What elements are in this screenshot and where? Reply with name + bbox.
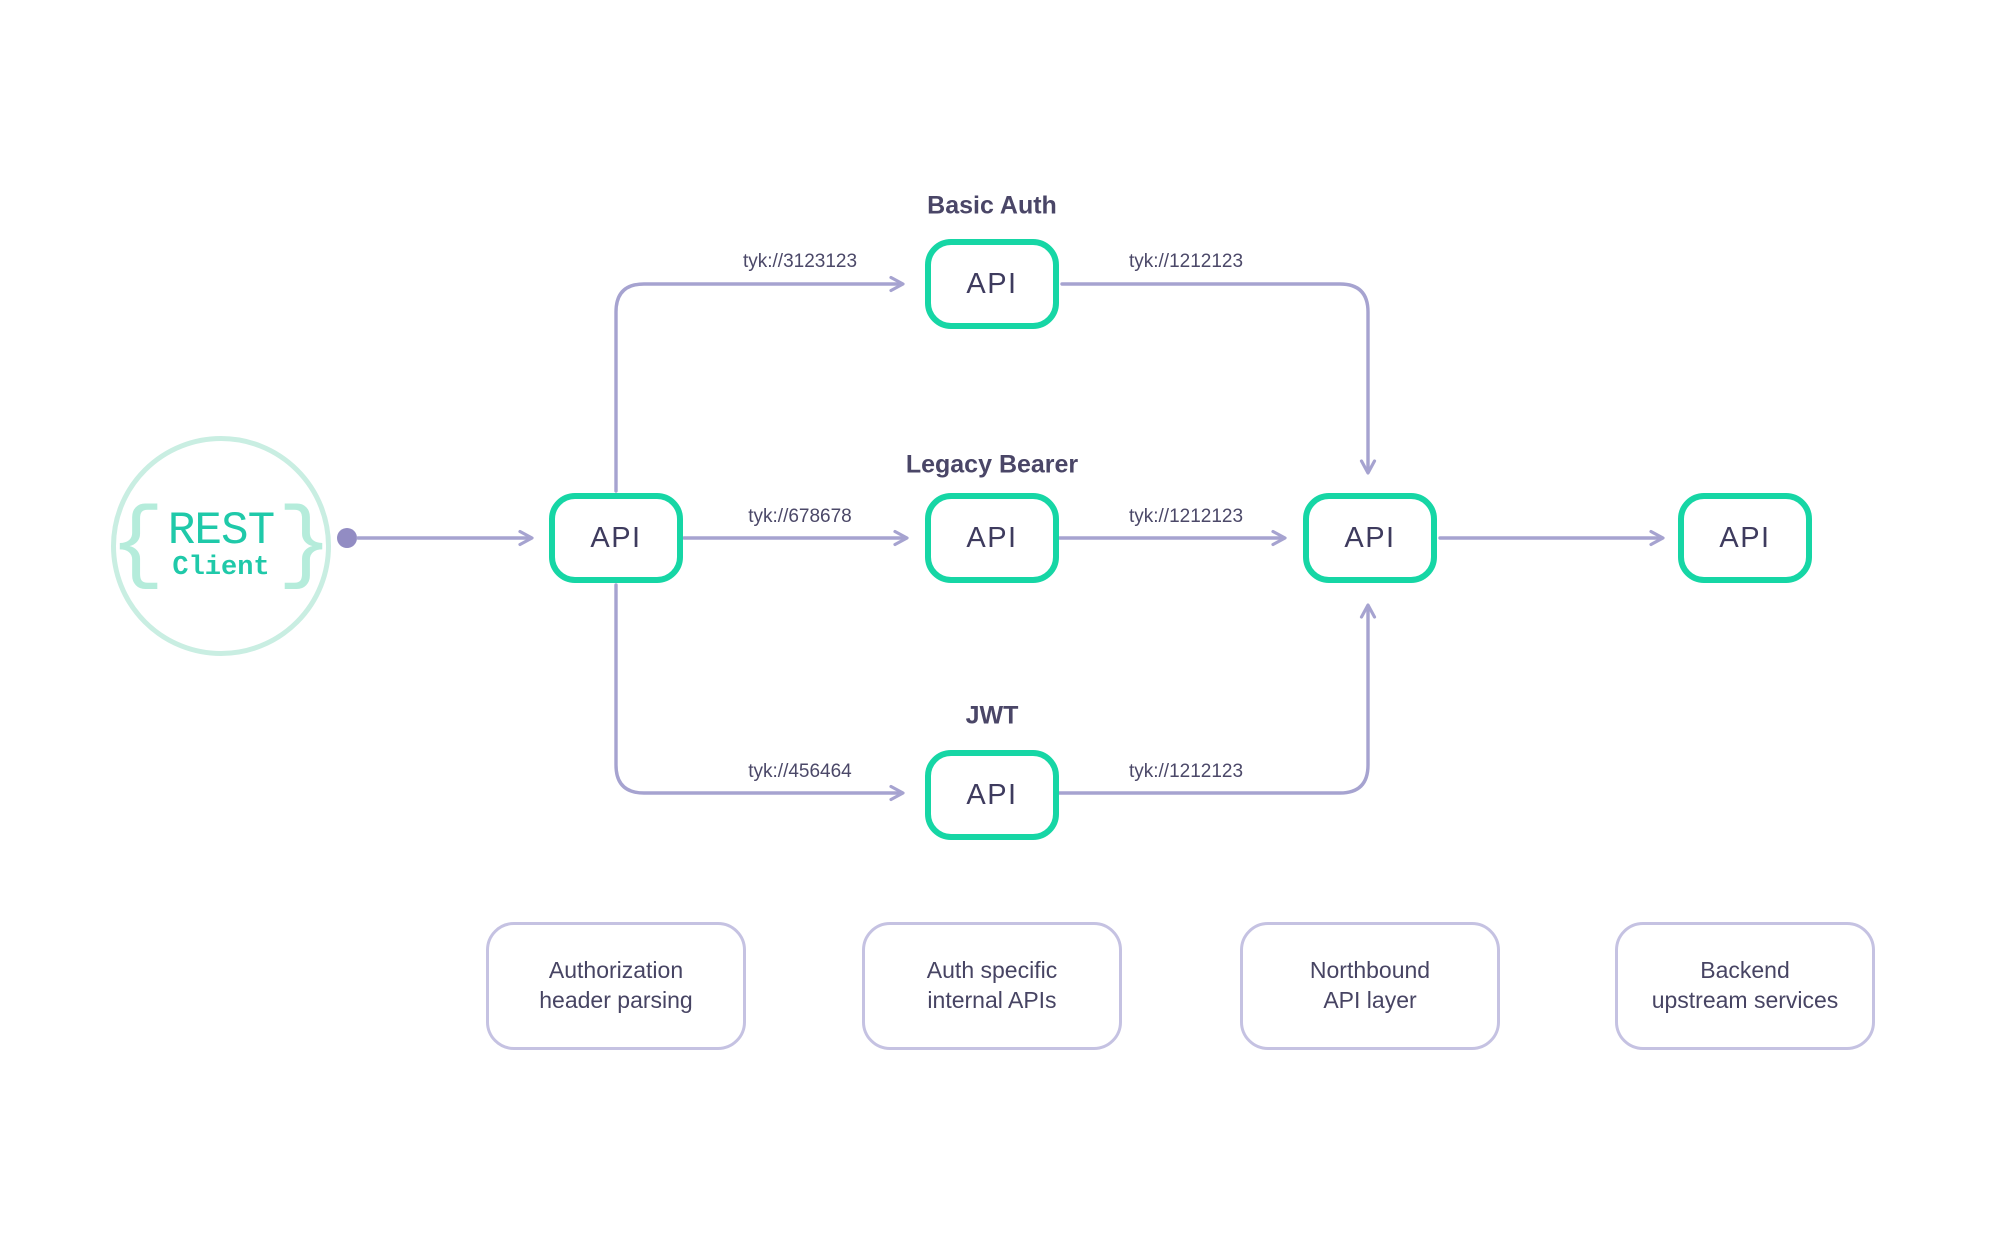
basic-auth-api-node: API: [925, 239, 1059, 329]
footnote-line: Auth specific: [926, 957, 1058, 984]
legacy-bearer-api-label: API: [966, 521, 1018, 554]
jwt-heading: JWT: [965, 701, 1019, 730]
footnote-backend-upstream-services: Backend upstream services: [1615, 922, 1875, 1050]
northbound-api-label: API: [1344, 521, 1396, 554]
footnote-line: Backend: [1700, 957, 1790, 984]
footnote-line: Authorization: [548, 957, 684, 984]
backend-api-node: API: [1678, 493, 1812, 583]
brace-left-glyph: {: [109, 492, 165, 598]
footnote-line: header parsing: [539, 987, 693, 1013]
jwt-api-node: API: [925, 750, 1059, 840]
footnote-auth-specific-internal-apis: Auth specific internal APIs: [862, 922, 1122, 1050]
rest-client-logo: { REST Client }: [109, 492, 334, 598]
client-name-text: REST: [167, 505, 275, 558]
edge-gateway-to-basic-auth: [614, 275, 905, 493]
edge-jwt-to-northbound: [1057, 603, 1377, 795]
origin-dot: [337, 528, 357, 548]
rest-client-node: { REST Client }: [109, 436, 334, 656]
brace-right-glyph: }: [277, 492, 333, 598]
gateway-api-label: API: [590, 521, 642, 554]
legacy-bearer-api-node: API: [925, 493, 1059, 583]
footnote-line: internal APIs: [927, 987, 1057, 1013]
client-type-text: Client: [172, 553, 270, 584]
backend-api-label: API: [1719, 521, 1771, 554]
basic-auth-upstream-url-label: tyk://1212123: [1128, 251, 1244, 272]
footnote-line: API layer: [1323, 987, 1417, 1013]
legacy-bearer-request-url-label: tyk://678678: [748, 506, 852, 527]
basic-auth-heading: Basic Auth: [927, 191, 1057, 220]
basic-auth-api-label: API: [966, 267, 1018, 300]
jwt-upstream-url-label: tyk://1212123: [1128, 761, 1244, 782]
edge-basic-auth-to-northbound: [1060, 282, 1377, 475]
edge-gateway-to-jwt: [614, 583, 905, 802]
legacy-bearer-upstream-url-label: tyk://1212123: [1128, 506, 1244, 527]
jwt-request-url-label: tyk://456464: [748, 761, 852, 782]
basic-auth-request-url-label: tyk://3123123: [742, 251, 858, 272]
rest-client-label: REST Client: [167, 505, 275, 584]
footnote-northbound-api-layer: Northbound API layer: [1240, 922, 1500, 1050]
footnote-line: Northbound: [1309, 957, 1431, 984]
legacy-bearer-heading: Legacy Bearer: [905, 450, 1079, 479]
jwt-api-label: API: [966, 778, 1018, 811]
footnote-authorization-header-parsing: Authorization header parsing: [486, 922, 746, 1050]
gateway-api-node: API: [549, 493, 683, 583]
northbound-api-node: API: [1303, 493, 1437, 583]
footnote-line: upstream services: [1651, 987, 1839, 1013]
